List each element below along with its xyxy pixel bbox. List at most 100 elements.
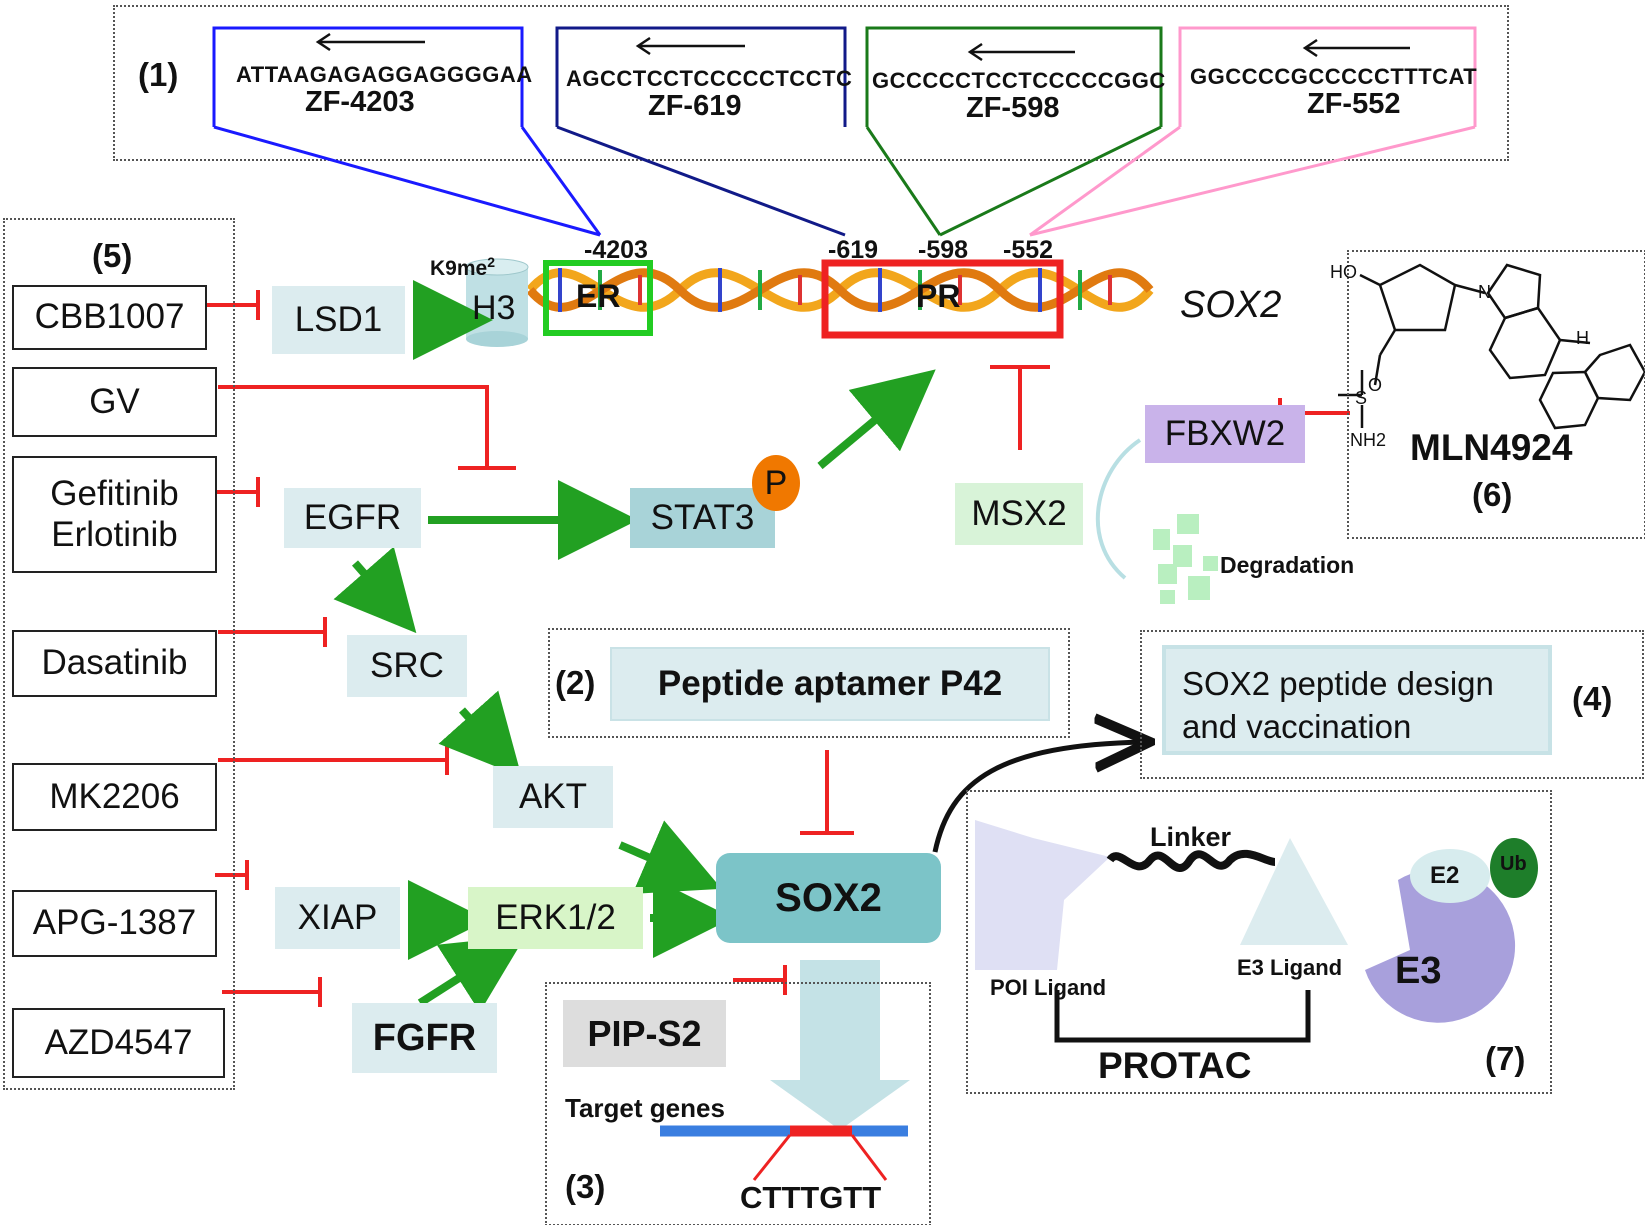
zf-4203-label: ZF-4203 <box>305 86 415 118</box>
pip-s2-box: PIP-S2 <box>563 1000 726 1067</box>
protac-panel <box>966 790 1552 1094</box>
section-2-label: (2) <box>555 664 596 701</box>
pr-label: PR <box>916 278 961 314</box>
node-lsd1: LSD1 <box>272 286 405 354</box>
zinc-finger-panel <box>113 5 1509 161</box>
linker-label: Linker <box>1150 822 1232 852</box>
motif-line-left <box>752 1134 792 1181</box>
vaccine-line-2: and vaccination <box>1182 707 1412 745</box>
degradation-fragments <box>1153 514 1218 604</box>
zf-direction-arrows <box>315 32 1410 62</box>
mln4924-structure <box>1338 263 1645 430</box>
zf-619-label: ZF-619 <box>648 90 742 122</box>
node-fbxw2: FBXW2 <box>1145 405 1305 463</box>
ub-label: Ub <box>1500 853 1527 875</box>
mln4924-label: MLN4924 <box>1410 427 1573 468</box>
motif-line-right <box>850 1134 888 1181</box>
section-3-label: (3) <box>565 1168 606 1205</box>
protac-label: PROTAC <box>1098 1045 1252 1086</box>
zf-598-callout <box>865 26 1163 237</box>
poi-ligand-label: POI Ligand <box>990 975 1107 1000</box>
e3-ligand-label: E3 Ligand <box>1237 955 1343 980</box>
position-4203: -4203 <box>584 236 648 264</box>
er-region-box <box>543 260 653 336</box>
poi-ligand-shape <box>975 820 1110 970</box>
zf-598-label: ZF-598 <box>966 92 1060 124</box>
degradation-arc <box>1095 438 1142 580</box>
section-1-label: (1) <box>138 56 179 93</box>
e3-ligand-triangle <box>1240 838 1348 945</box>
aptamer-panel <box>548 628 1070 738</box>
kinase-inhibitor-panel <box>3 218 235 1090</box>
target-motif: CTTTGTT <box>740 1180 882 1215</box>
dna-helix <box>526 268 1154 312</box>
pr-region-box <box>821 259 1064 339</box>
chem-o: O <box>1368 375 1383 395</box>
position-552: -552 <box>1003 236 1054 264</box>
node-sox2-protein: SOX2 <box>716 853 941 943</box>
node-xiap: XIAP <box>275 887 400 949</box>
chem-nh2: NH2 <box>1350 430 1387 450</box>
zf-552-callout <box>1029 26 1477 237</box>
er-label: ER <box>576 278 621 314</box>
degradation-label: Degradation <box>1220 552 1355 578</box>
drug-erlotinib: Erlotinib <box>51 514 178 554</box>
chem-s: S <box>1355 388 1368 408</box>
zf-598-sequence: GCCCCCTCCTCCCCCGGC <box>872 68 1166 93</box>
node-erk12: ERK1/2 <box>468 887 643 949</box>
vaccine-line-1: SOX2 peptide design <box>1182 665 1494 702</box>
position-598: -598 <box>918 236 969 264</box>
section-7-label: (7) <box>1485 1040 1526 1077</box>
chem-n: N <box>1478 282 1491 302</box>
zf-4203-callout <box>212 26 602 237</box>
drug-mk2206: MK2206 <box>12 763 217 831</box>
zf-619-sequence: AGCCTCCTCCCCCTCCTC <box>566 66 853 91</box>
drug-gefitinib-erlotinib: Gefitinib Erlotinib <box>12 456 217 573</box>
position-619: -619 <box>828 236 879 264</box>
node-stat3: STAT3 <box>630 488 775 548</box>
section-4-label: (4) <box>1572 680 1613 717</box>
ub-oval <box>1490 838 1538 898</box>
node-egfr: EGFR <box>284 488 421 548</box>
protac-bracket <box>1054 990 1311 1043</box>
k9me2-label: K9me2 <box>430 254 495 281</box>
e3-ligase-pacman <box>1365 868 1516 1023</box>
target-genes-label: Target genes <box>565 1093 725 1123</box>
zf-552-sequence: GGCCCCGCCCCCTTTCAT <box>1190 64 1478 89</box>
sox2-to-vaccine-arrow <box>932 742 1145 853</box>
linker-wave <box>1106 849 1276 872</box>
h3-label: H3 <box>472 289 516 327</box>
inhibition-lines <box>207 290 1350 1007</box>
drug-cbb1007: CBB1007 <box>12 285 207 350</box>
vaccine-box: SOX2 peptide design and vaccination <box>1162 645 1552 755</box>
sox2-gene-label: SOX2 <box>1180 284 1282 326</box>
chem-ho: HO <box>1330 262 1357 282</box>
k9-superscript: 2 <box>487 254 495 270</box>
node-fgfr: FGFR <box>352 1003 497 1073</box>
e2-label: E2 <box>1430 862 1460 889</box>
section-6-label: (6) <box>1472 476 1513 513</box>
vaccine-panel <box>1140 630 1644 779</box>
drug-azd4547: AZD4547 <box>12 1008 225 1078</box>
section-5-label: (5) <box>92 237 133 274</box>
node-src: SRC <box>347 635 467 697</box>
peptide-aptamer-p42: Peptide aptamer P42 <box>610 647 1050 721</box>
drug-gefitinib: Gefitinib <box>50 474 179 514</box>
e3-label: E3 <box>1395 950 1442 992</box>
sox2-target-arrow <box>770 960 910 1130</box>
drug-gv: GV <box>12 367 217 437</box>
phospho-p: P <box>752 455 800 511</box>
node-akt: AKT <box>493 766 613 828</box>
e2-oval <box>1410 849 1490 903</box>
k9-text: K9me <box>430 257 488 280</box>
drug-dasatinib: Dasatinib <box>12 630 217 697</box>
chem-nh: H <box>1576 328 1589 348</box>
zf-4203-sequence: ATTAAGAGAGGAGGGGAA <box>236 62 533 87</box>
zf-619-callout <box>555 26 847 237</box>
drug-apg1387: APG-1387 <box>12 890 217 957</box>
activation-arrows <box>333 280 936 1013</box>
node-msx2: MSX2 <box>955 483 1083 545</box>
zf-552-label: ZF-552 <box>1307 88 1401 120</box>
